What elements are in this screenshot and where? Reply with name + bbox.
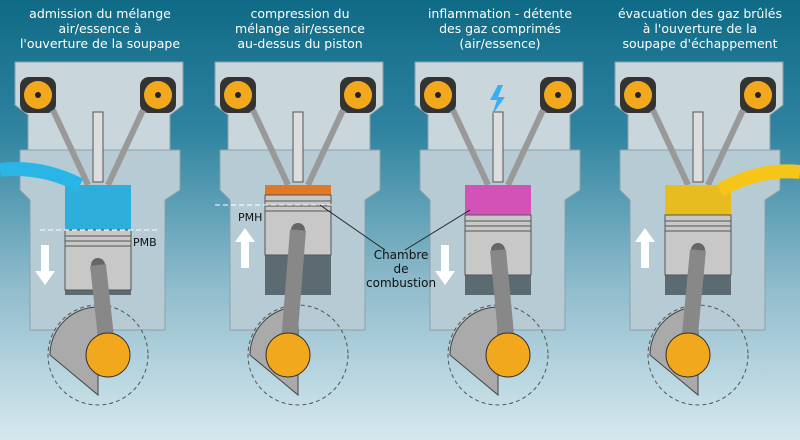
arrow-up-icon bbox=[635, 228, 655, 268]
label-line: de bbox=[393, 262, 409, 276]
intake-valve bbox=[650, 108, 691, 187]
caption-line: air/essence à bbox=[58, 21, 142, 36]
label-chambre-combustion: Chambre de combustion bbox=[366, 248, 436, 290]
caption-line: compression du bbox=[250, 6, 350, 21]
label-line: combustion bbox=[366, 276, 437, 290]
exhaust-valve bbox=[105, 108, 146, 187]
crank-path bbox=[647, 304, 749, 406]
gas-charge bbox=[65, 185, 131, 230]
exhaust-valve bbox=[305, 108, 346, 187]
crank-journal bbox=[485, 332, 531, 378]
caption-line: admission du mélange bbox=[29, 6, 171, 21]
crank-path bbox=[247, 304, 349, 406]
camshaft-center bbox=[755, 92, 761, 98]
spark-plug bbox=[492, 111, 504, 183]
chambre-leader-line bbox=[404, 209, 471, 251]
crank-journal bbox=[265, 332, 311, 378]
label-line: Chambre bbox=[373, 248, 429, 262]
spark-plug bbox=[92, 111, 104, 183]
intake-valve bbox=[450, 108, 491, 187]
label-pmb: PMB bbox=[133, 236, 157, 249]
exhaust-flow bbox=[716, 164, 800, 197]
caption-line: l'ouverture de la soupape bbox=[19, 36, 181, 51]
intake-flow bbox=[0, 162, 84, 192]
panel-3 bbox=[414, 61, 584, 406]
crank-journal bbox=[85, 332, 131, 378]
crank-path bbox=[47, 304, 149, 406]
caption-evacuation: évacuation des gaz brûlés à l'ouverture … bbox=[600, 6, 800, 51]
camshaft-center bbox=[555, 92, 561, 98]
caption-line: à l'ouverture de la bbox=[642, 21, 758, 36]
camshaft-center bbox=[155, 92, 161, 98]
arrow-down-icon bbox=[35, 245, 55, 285]
caption-compression: compression du mélange air/essence au-de… bbox=[200, 6, 400, 51]
spark-plug bbox=[292, 111, 304, 183]
caption-line: (air/essence) bbox=[459, 36, 541, 51]
caption-line: au-dessus du piston bbox=[237, 36, 363, 51]
camshaft-center bbox=[35, 92, 41, 98]
gas-charge bbox=[265, 185, 331, 195]
spark-lightning-icon bbox=[490, 85, 505, 115]
caption-admission: admission du mélange air/essence à l'ouv… bbox=[0, 6, 200, 51]
panel-2 bbox=[214, 61, 384, 406]
exhaust-valve bbox=[505, 108, 546, 187]
caption-line: des gaz comprimés bbox=[439, 21, 561, 36]
camshaft-center bbox=[355, 92, 361, 98]
panel-4 bbox=[614, 61, 784, 406]
intake-valve bbox=[250, 108, 291, 187]
caption-line: évacuation des gaz brûlés bbox=[617, 6, 783, 21]
spark-plug bbox=[692, 111, 704, 183]
caption-line: inflammation - détente bbox=[427, 6, 573, 21]
label-pmh: PMH bbox=[238, 211, 263, 224]
crank-path bbox=[447, 304, 549, 406]
exhaust-valve bbox=[705, 108, 746, 187]
gas-charge bbox=[465, 185, 531, 215]
crank-journal bbox=[665, 332, 711, 378]
chambre-leader-line bbox=[319, 204, 386, 251]
arrow-down-icon bbox=[435, 245, 455, 285]
arrow-up-icon bbox=[235, 228, 255, 268]
panel-1 bbox=[14, 61, 184, 406]
camshaft-center bbox=[635, 92, 641, 98]
camshaft-center bbox=[435, 92, 441, 98]
caption-line: soupape d'échappement bbox=[622, 36, 778, 51]
caption-inflammation: inflammation - détente des gaz comprimés… bbox=[400, 6, 600, 51]
intake-valve bbox=[50, 108, 91, 187]
camshaft-center bbox=[235, 92, 241, 98]
caption-line: mélange air/essence bbox=[235, 21, 365, 36]
